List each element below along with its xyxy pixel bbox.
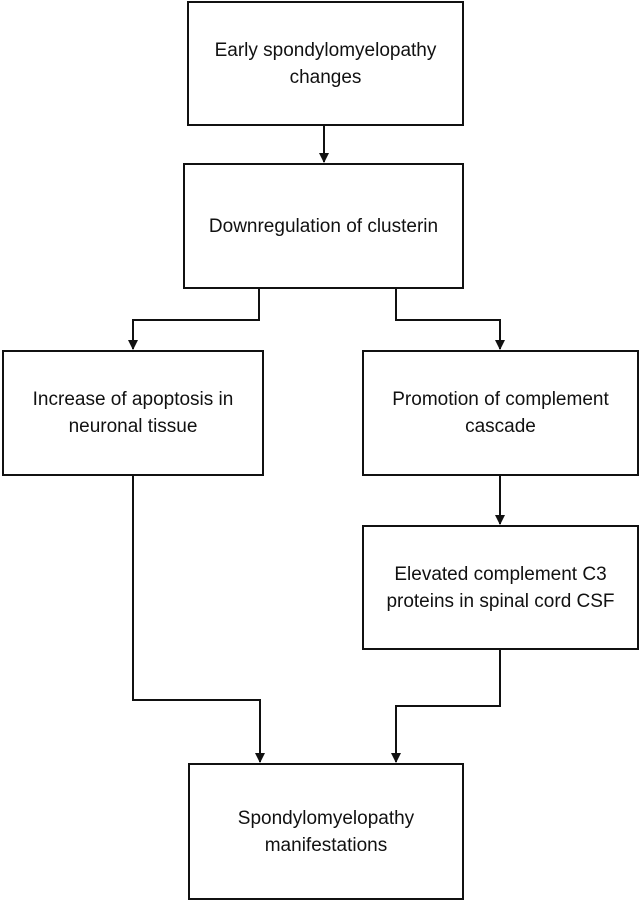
- node-label: Elevated complement C3 proteins in spina…: [386, 563, 615, 612]
- node-increase-of-apoptosis: Increase of apoptosis in neuronal tissue: [2, 350, 264, 476]
- arrow-c3-to-manifestations: [391, 650, 501, 763]
- arrow-downregulation-to-apoptosis: [128, 289, 260, 350]
- node-label: Promotion of complement cascade: [392, 389, 609, 437]
- arrow-apoptosis-to-manifestations: [132, 476, 265, 763]
- node-label: Early spondylomyelopathy changes: [214, 39, 437, 88]
- node-label: Increase of apoptosis in neuronal tissue: [32, 389, 234, 437]
- node-label: Spondylomyelopathy manifestations: [237, 807, 415, 856]
- node-promotion-of-complement-cascade: Promotion of complement cascade: [362, 350, 639, 476]
- node-early-spondylomyelopathy-changes: Early spondylomyelopathy changes: [187, 1, 464, 126]
- node-elevated-complement-c3: Elevated complement C3 proteins in spina…: [362, 525, 639, 650]
- node-label: Downregulation of clusterin: [208, 215, 439, 237]
- arrow-downregulation-to-complement: [395, 289, 505, 350]
- node-spondylomyelopathy-manifestations: Spondylomyelopathy manifestations: [188, 763, 464, 900]
- node-downregulation-of-clusterin: Downregulation of clusterin: [183, 163, 464, 289]
